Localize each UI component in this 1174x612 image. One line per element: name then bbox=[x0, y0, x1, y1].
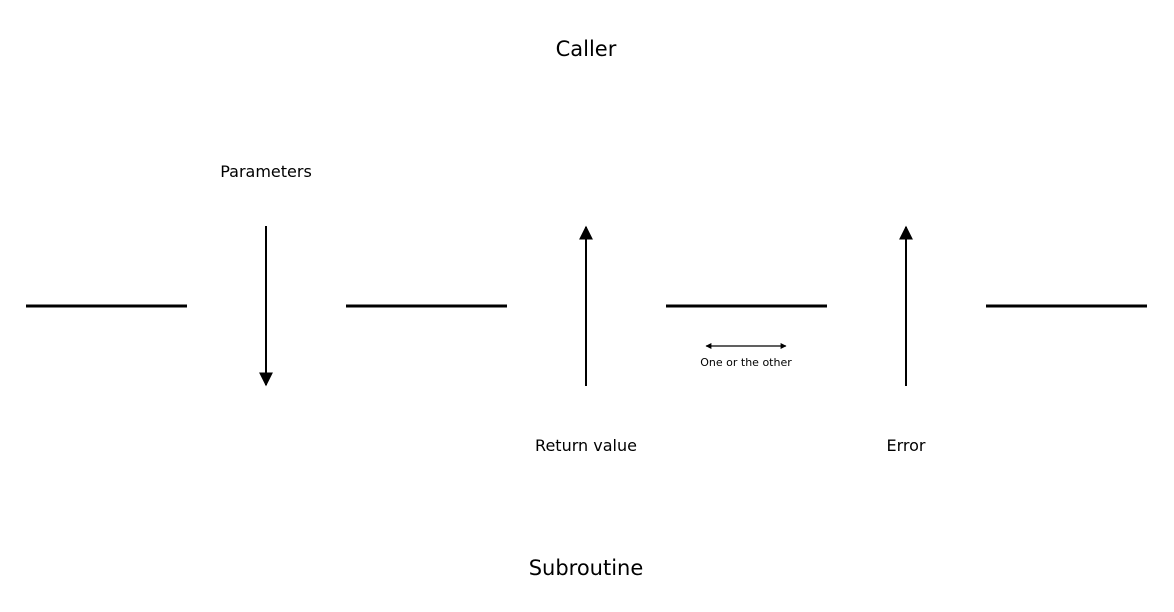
error-label: Error bbox=[887, 436, 926, 455]
parameters-label: Parameters bbox=[220, 162, 312, 181]
return-value-label: Return value bbox=[535, 436, 637, 455]
caller-label: Caller bbox=[556, 37, 617, 61]
subroutine-label: Subroutine bbox=[529, 556, 644, 580]
one-or-the-other-label: One or the other bbox=[700, 356, 792, 369]
